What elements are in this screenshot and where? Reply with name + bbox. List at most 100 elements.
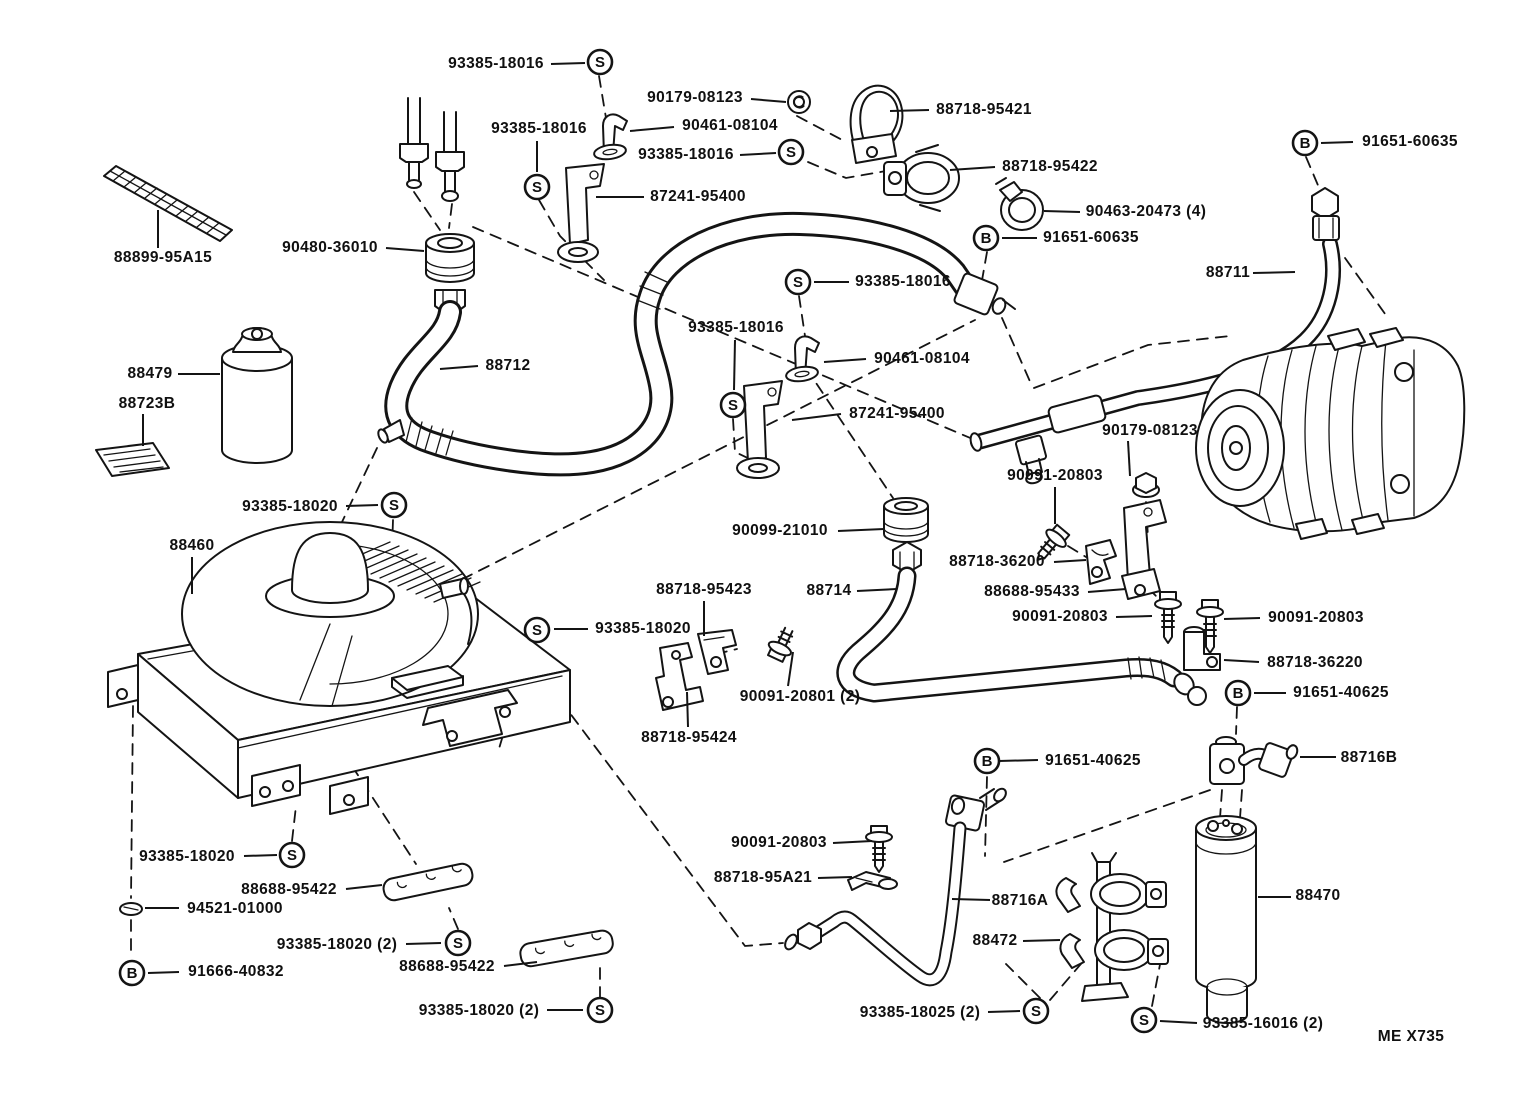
part-label-88712: 88712: [485, 356, 531, 374]
part-label-93385-18020: 93385-18020: [242, 497, 338, 515]
callout-circle-S: [586, 996, 614, 1024]
shim-plate-88688-95422-b: [519, 929, 614, 968]
callout-letter: S: [453, 935, 463, 952]
part-label-88714: 88714: [806, 581, 852, 599]
leader-line: [1053, 559, 1087, 563]
callout-circle-S: [1130, 1006, 1158, 1034]
part-label-90091-20803: 90091-20803: [1268, 608, 1364, 626]
leader-line: [739, 152, 777, 156]
part-label-90463-20473-4-: 90463-20473 (4): [1085, 202, 1207, 220]
callout-circle-S: [380, 491, 408, 519]
part-label-88718-36220: 88718-36220: [1267, 653, 1363, 671]
leader-line: [550, 62, 586, 65]
callout-circle-S: [278, 841, 306, 869]
part-label-90179-08123: 90179-08123: [647, 88, 743, 106]
molding-strip: [103, 165, 233, 242]
leader-line: [791, 413, 842, 421]
part-label-88472: 88472: [972, 931, 1018, 949]
part-label-90461-08104: 90461-08104: [874, 349, 970, 367]
hose-clamp-88718-95422: [883, 144, 960, 212]
canister: [221, 327, 293, 464]
part-label-88479: 88479: [127, 364, 173, 382]
part-label-93385-18016: 93385-18016: [688, 318, 784, 336]
callout-letter: B: [1233, 685, 1244, 702]
leader-line: [1223, 659, 1260, 663]
part-label-88688-95422: 88688-95422: [399, 957, 495, 975]
leader-line: [733, 339, 736, 391]
part-label-91651-40625: 91651-40625: [1045, 751, 1141, 769]
leader-line: [503, 961, 538, 967]
leader-line: [1320, 141, 1354, 144]
callout-letter: S: [595, 54, 605, 71]
part-label-90099-21010: 90099-21010: [732, 521, 828, 539]
bolt-90091-20801: [766, 626, 794, 663]
part-label-90091-20801-2-: 90091-20801 (2): [739, 687, 861, 705]
callout-circle-S: [719, 391, 747, 419]
part-label-90480-36010: 90480-36010: [282, 238, 378, 256]
part-label-88899-95a15: 88899-95A15: [113, 248, 213, 266]
part-label-88470: 88470: [1295, 886, 1341, 904]
callout-letter: S: [1139, 1012, 1149, 1029]
part-label-93385-16016-2-: 93385-16016 (2): [1202, 1014, 1324, 1032]
part-label-88711: 88711: [1205, 263, 1251, 281]
part-label-88718-95a21: 88718-95A21: [713, 868, 813, 886]
leader-line: [998, 759, 1039, 762]
hose-clip-90461-a: [593, 113, 628, 161]
callout-circle-S: [523, 173, 551, 201]
part-label-90091-20803: 90091-20803: [1007, 466, 1103, 484]
leader-line: [1043, 210, 1081, 213]
part-label-94521-01000: 94521-01000: [187, 899, 283, 917]
bolt-90091-c: [1196, 599, 1224, 654]
grommet-90179-upper: [787, 90, 811, 114]
part-label-90461-08104: 90461-08104: [682, 116, 778, 134]
part-label-91651-60635: 91651-60635: [1043, 228, 1139, 246]
callout-letter: S: [728, 397, 738, 414]
assembly-dash-lines: [130, 75, 1389, 1007]
part-label-90091-20803: 90091-20803: [731, 833, 827, 851]
clip-88718-95a21: [847, 871, 898, 891]
leader-line: [823, 358, 867, 363]
bracket-88718-36200: [1085, 539, 1117, 585]
leader-line: [837, 528, 885, 532]
part-label-88718-95424: 88718-95424: [641, 728, 737, 746]
clip-88718-95423: [697, 629, 737, 675]
pipe-clamp-87241-a: [557, 163, 605, 263]
part-label-90179-08123: 90179-08123: [1102, 421, 1198, 439]
flange-nut-90179: [1132, 472, 1160, 498]
leader-line: [856, 588, 898, 592]
leader-line: [439, 365, 479, 370]
callout-letter: B: [1300, 135, 1311, 152]
pipe-stubs: [399, 97, 465, 202]
hose-clip-90461-b: [785, 335, 820, 383]
callout-letter: S: [287, 847, 297, 864]
elbow-bracket-88718-36220: [1183, 626, 1221, 671]
clip-94521: [119, 902, 143, 916]
part-label-93385-18016: 93385-18016: [448, 54, 544, 72]
caution-plate: [95, 442, 170, 477]
callout-letter: S: [595, 1002, 605, 1019]
leader-line: [949, 166, 996, 171]
part-label-93385-18016: 93385-18016: [638, 145, 734, 163]
pipe-clamp-88472-b: [1059, 929, 1169, 971]
part-label-93385-18020-2-: 93385-18020 (2): [276, 935, 398, 953]
leader-line: [750, 98, 787, 103]
part-label-88688-95422: 88688-95422: [241, 880, 337, 898]
callout-letter: S: [389, 497, 399, 514]
bracket-88718-95424: [655, 642, 704, 711]
leader-line: [817, 876, 853, 879]
callout-circle-S: [586, 48, 614, 76]
bolt-90091-d: [865, 825, 893, 873]
liquid-pipe-88714: [836, 541, 1207, 706]
pipe-clamp-88472-a: [1055, 873, 1167, 915]
receiver-drier-88470: [1195, 815, 1257, 1024]
callout-letter: B: [982, 753, 993, 770]
leader-line: [147, 971, 180, 974]
callout-letter: S: [532, 179, 542, 196]
grommet-90480: [425, 233, 475, 283]
part-label-88718-95421: 88718-95421: [936, 100, 1032, 118]
callout-letter: S: [786, 144, 796, 161]
part-label-91651-60635: 91651-60635: [1362, 132, 1458, 150]
bracket-88688-95433: [1121, 499, 1167, 600]
part-label-93385-18016: 93385-18016: [491, 119, 587, 137]
